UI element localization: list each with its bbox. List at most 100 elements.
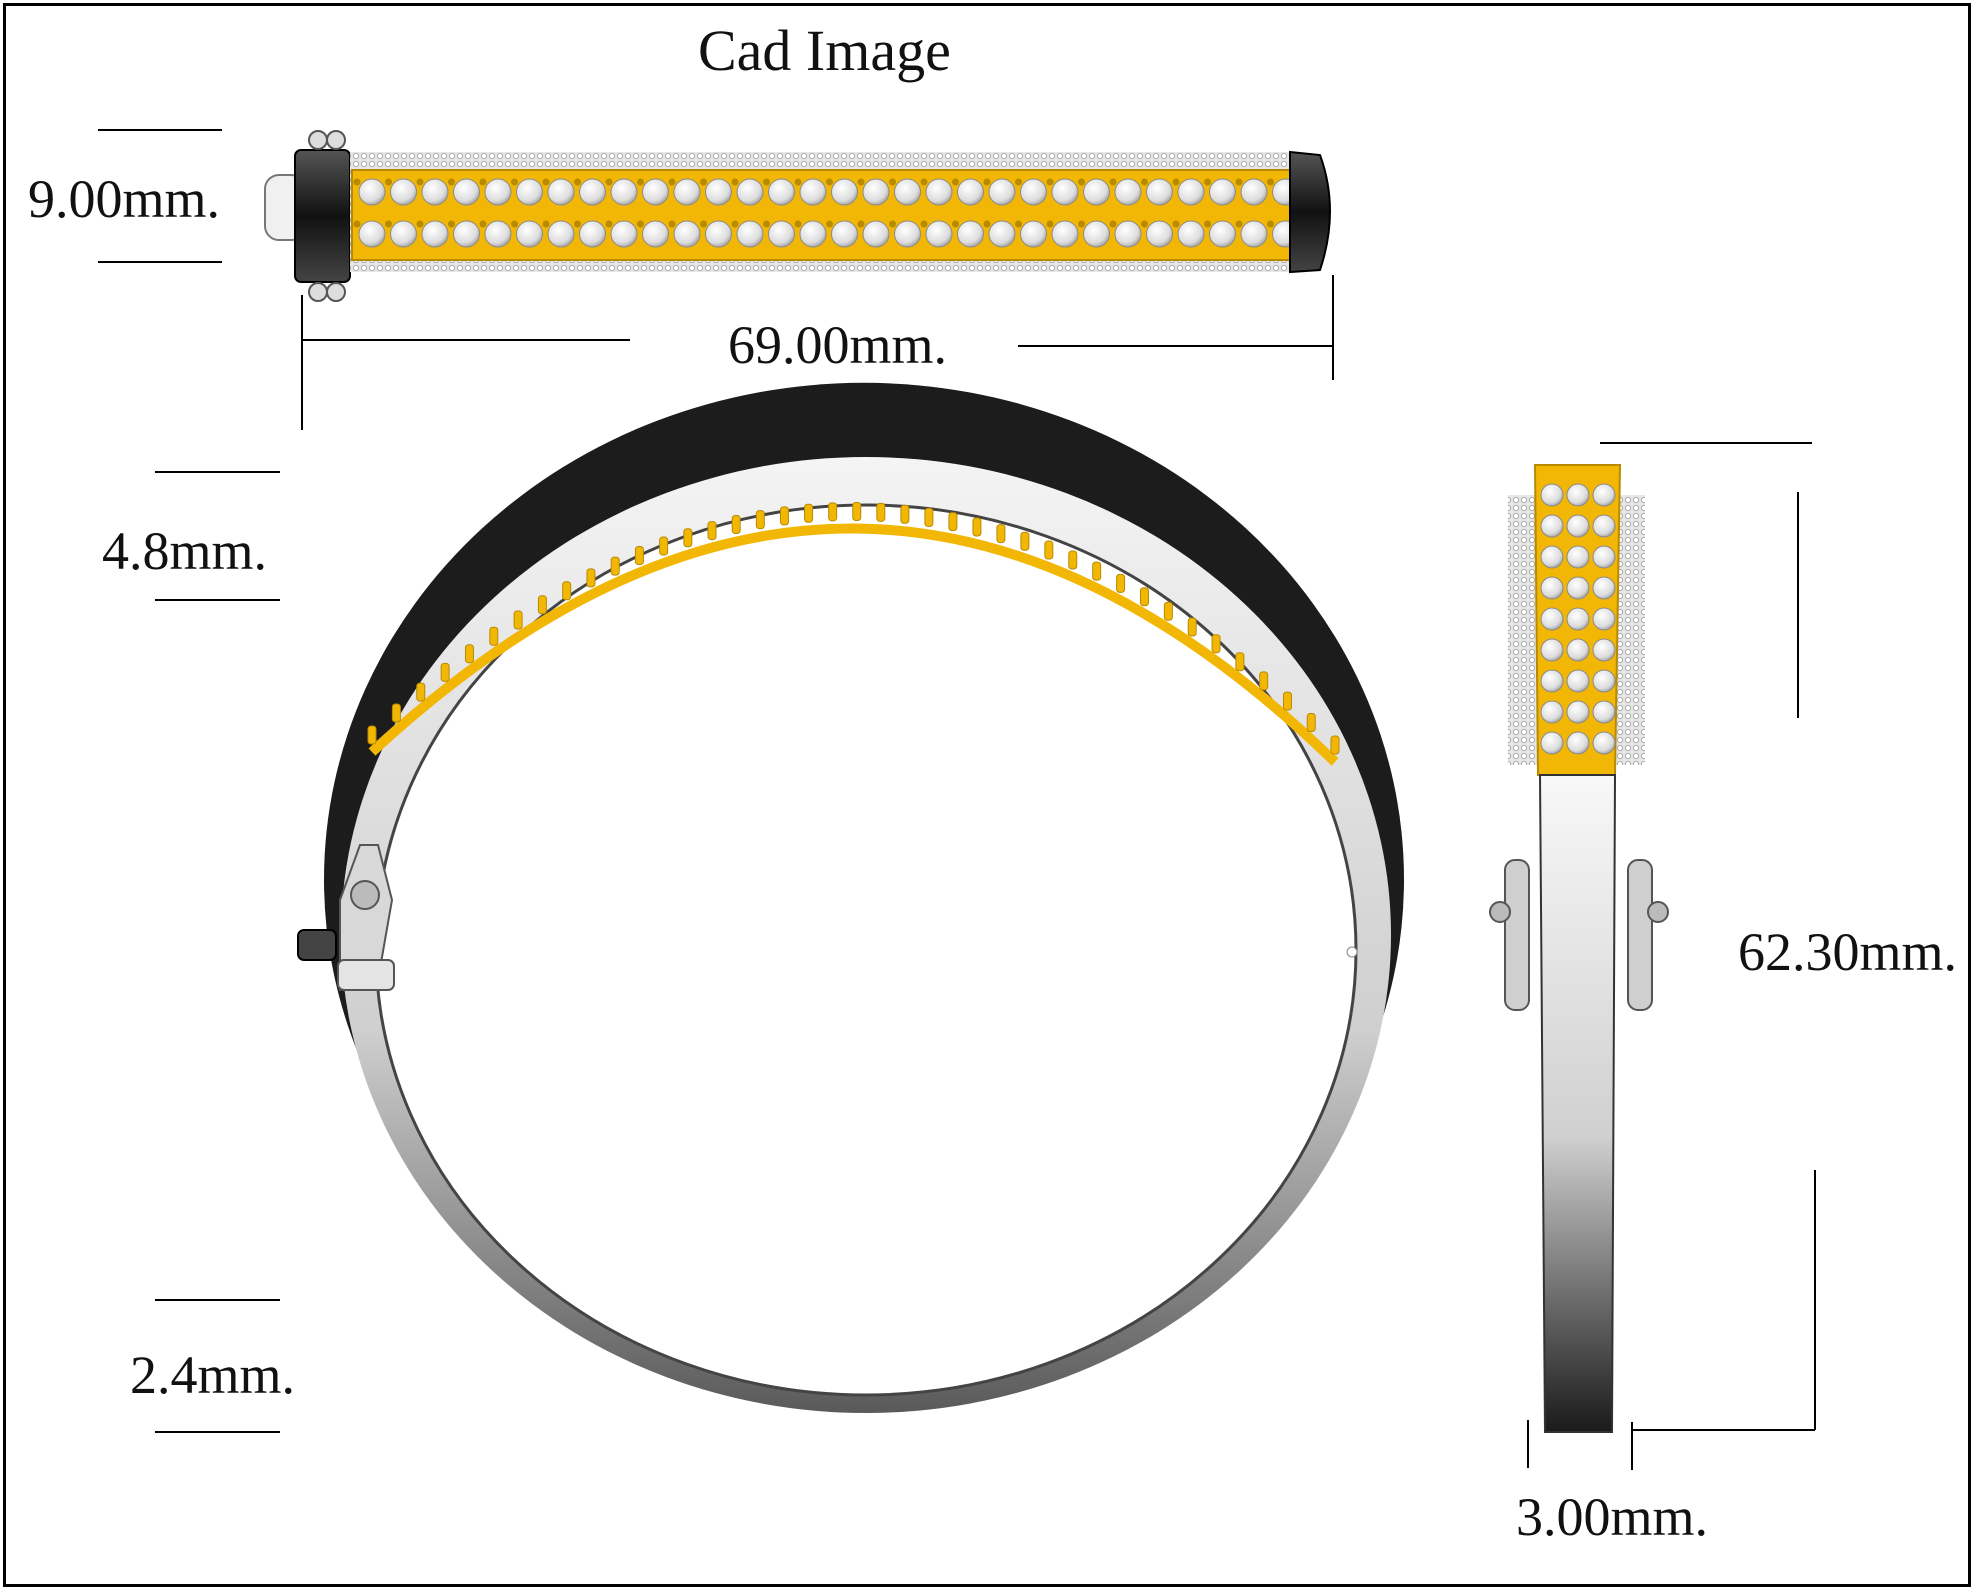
stone (385, 220, 417, 248)
stone (1540, 545, 1564, 569)
stone (1540, 638, 1564, 662)
stone (448, 178, 480, 206)
stone (731, 178, 764, 206)
stone (574, 178, 606, 206)
prong (586, 568, 596, 588)
top-view (264, 130, 1331, 302)
prong (1187, 617, 1197, 637)
prong (1163, 601, 1173, 621)
side-shank (1538, 774, 1617, 1433)
stone (1540, 483, 1564, 507)
stone (668, 178, 701, 206)
prong (1139, 587, 1149, 607)
length-dimension: 69.00mm. (728, 315, 948, 375)
prong (1044, 540, 1054, 560)
prong (391, 703, 401, 723)
prong (731, 515, 741, 535)
stone (763, 220, 795, 248)
drawing-frame (3, 3, 1971, 1587)
prong (1259, 671, 1269, 691)
prong (1306, 712, 1316, 732)
prong (1211, 634, 1221, 654)
stone (1540, 607, 1564, 631)
stone (1141, 178, 1173, 206)
prong (876, 502, 886, 522)
prong-row (367, 502, 1340, 755)
stone (1109, 178, 1142, 206)
gold-arc (368, 523, 1339, 766)
prong (779, 506, 789, 526)
stone (511, 220, 543, 248)
clasp-housing (294, 149, 351, 283)
prong (1235, 652, 1245, 672)
stone (763, 178, 795, 206)
stone (1566, 669, 1590, 693)
stone (889, 220, 921, 248)
stone (479, 178, 512, 206)
stone (1540, 669, 1564, 693)
stone (889, 178, 921, 206)
stone (1141, 220, 1173, 248)
stone (952, 178, 984, 206)
stone (857, 178, 890, 206)
prong (683, 528, 693, 548)
prong (440, 662, 450, 682)
stone (857, 220, 890, 248)
stone (1540, 576, 1564, 600)
prong (852, 502, 862, 521)
stone (416, 220, 449, 248)
stone (542, 220, 575, 248)
stone (1566, 514, 1590, 538)
stone (1566, 483, 1590, 507)
stone (826, 220, 858, 248)
prong (562, 581, 572, 601)
stone (1235, 220, 1268, 248)
stone (1566, 545, 1590, 569)
stone (1592, 731, 1616, 755)
stone (1109, 220, 1142, 248)
stone (637, 178, 669, 206)
stone (1204, 178, 1236, 206)
stone (1592, 483, 1616, 507)
stone (983, 220, 1016, 248)
stone (353, 178, 386, 206)
prong (610, 556, 620, 576)
stone (1566, 638, 1590, 662)
stone (1592, 514, 1616, 538)
stone (826, 178, 858, 206)
stone (1172, 178, 1205, 206)
stone (952, 220, 984, 248)
prong (1020, 531, 1030, 551)
front-view (297, 382, 1404, 1413)
prong (513, 610, 523, 630)
stone (574, 220, 606, 248)
stone (1592, 669, 1616, 693)
top-height-dimension: 4.8mm. (102, 521, 268, 581)
stone (1540, 700, 1564, 724)
stone (1540, 514, 1564, 538)
stone (794, 178, 827, 206)
prong (924, 507, 934, 527)
stone (1592, 607, 1616, 631)
drawing-title: Cad Image (698, 18, 951, 83)
box-clasp (297, 844, 395, 992)
stone (1046, 178, 1079, 206)
hinge-pin (1346, 946, 1358, 958)
stone (605, 220, 638, 248)
prong (537, 595, 547, 615)
stone (920, 178, 953, 206)
stone (1172, 220, 1205, 248)
prong (464, 644, 474, 664)
stone (1204, 220, 1236, 248)
stone (511, 178, 543, 206)
stone (1592, 700, 1616, 724)
gold-channel (351, 169, 1301, 261)
stone (1592, 545, 1616, 569)
stone (1592, 638, 1616, 662)
stone (1078, 220, 1110, 248)
stone (416, 178, 449, 206)
stone (1540, 731, 1564, 755)
prong (972, 517, 982, 537)
stone (920, 220, 953, 248)
